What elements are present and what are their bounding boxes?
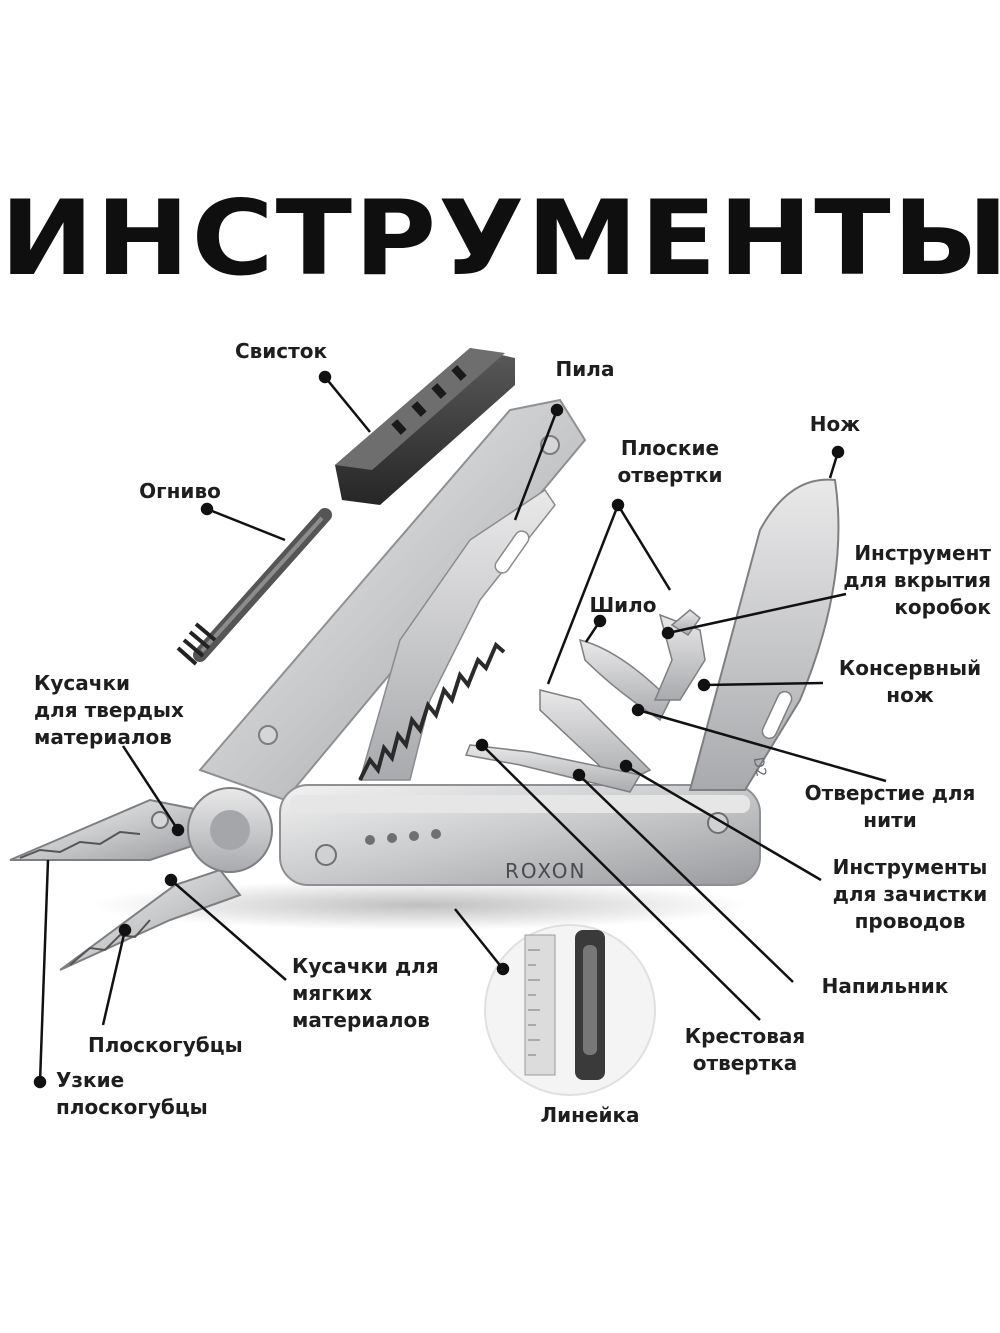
label-flat-screwdrivers: Плоские отвертки — [617, 436, 723, 487]
label-fire-starter: Огниво — [139, 479, 221, 503]
blade-mark: D2 — [750, 756, 769, 778]
knife-blade: D2 — [688, 478, 840, 791]
label-whistle: Свисток — [234, 339, 328, 363]
label-box-opener: Инструмент для вкрытия коробок — [843, 541, 991, 619]
fire-starter-part — [176, 508, 332, 666]
page-title: ИНСТРУМЕНТЫ — [0, 179, 1000, 299]
label-soft-wire-cutter: Кусачки для мягких материалов — [292, 954, 439, 1032]
label-can-opener: Консервный нож — [838, 656, 982, 707]
upper-handle — [198, 398, 587, 802]
label-wire-strippers: Инструменты для зачистки проводов — [832, 855, 988, 933]
saw-blade — [358, 488, 556, 781]
label-hard-wire-cutter: Кусачки для твердых материалов — [34, 671, 184, 749]
label-ruler: Линейка — [540, 1103, 640, 1127]
pliers — [9, 787, 273, 971]
floor-shadow — [90, 880, 750, 930]
label-pliers: Плоскогубцы — [88, 1033, 243, 1057]
label-knife: Нож — [809, 412, 861, 436]
brand-mark: ROXON — [505, 859, 586, 883]
label-saw: Пила — [555, 357, 615, 381]
lower-handle: ROXON — [279, 784, 761, 886]
ruler-inset — [484, 924, 656, 1096]
label-thread-hole: Отверстие для нити — [804, 781, 976, 832]
label-phillips-screwdriver: Крестовая отвертка — [684, 1024, 806, 1075]
leader-lines — [33, 370, 887, 1089]
label-file: Напильник — [821, 974, 949, 998]
label-awl: Шило — [589, 593, 657, 617]
label-needle-nose-pliers: Узкие плоскогубцы — [56, 1068, 208, 1119]
whistle-part — [335, 348, 515, 505]
